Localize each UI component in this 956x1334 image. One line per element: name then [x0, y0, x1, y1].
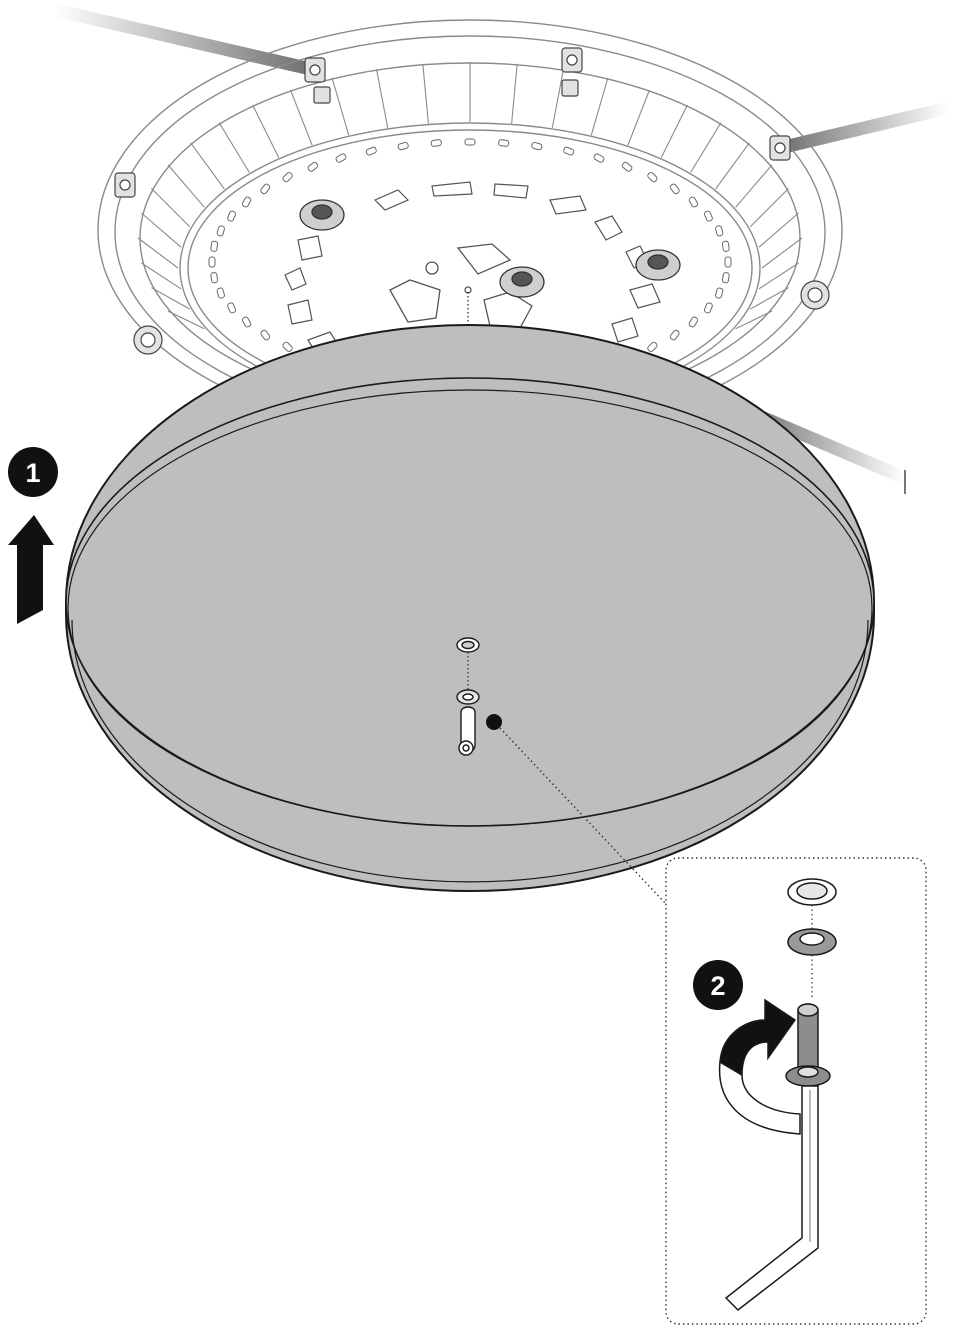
plate-slot — [282, 341, 293, 353]
plate-slot — [688, 316, 699, 328]
housing-fin — [758, 262, 799, 290]
cover-top-face — [65, 377, 875, 827]
plate-slot — [335, 153, 347, 163]
plate-slot — [669, 329, 680, 341]
plate-slot — [563, 146, 575, 156]
housing-fin — [151, 287, 191, 310]
hex-key-shaft — [724, 1085, 819, 1311]
housing-fin — [735, 164, 773, 208]
plate-slot — [216, 225, 225, 237]
plate-slot — [621, 161, 633, 172]
housing-fin — [252, 104, 280, 158]
rim-nuts — [114, 47, 830, 423]
plate-slot — [688, 196, 699, 208]
housing-fin — [331, 77, 350, 136]
plate-slot — [464, 138, 476, 146]
housing-fin — [749, 287, 789, 310]
hex-key-icon — [724, 1003, 831, 1311]
plate-slot — [210, 272, 219, 284]
housing-fin — [375, 68, 389, 129]
detail-parts — [787, 878, 837, 1000]
housing-fin — [690, 122, 722, 173]
housing-fin — [758, 212, 799, 248]
plate-slot — [647, 341, 658, 353]
central-hub — [389, 243, 533, 329]
housing-fin — [761, 237, 803, 269]
step-2-badge: 2 — [693, 960, 743, 1010]
housing-fin — [137, 237, 179, 269]
cable-top-left — [48, 3, 322, 77]
step-1-badge: 1 — [8, 447, 58, 497]
housing-fins — [137, 62, 803, 330]
housing-fin — [660, 104, 688, 158]
plate-slot — [721, 240, 730, 252]
housing-fin — [190, 142, 225, 190]
plate-slot — [647, 171, 658, 183]
plate-slot — [227, 210, 237, 222]
plate-slot — [498, 139, 510, 147]
step-1-number: 1 — [25, 458, 40, 488]
plate-slot — [210, 240, 219, 252]
plate-slot — [216, 287, 225, 299]
plate-slot — [531, 141, 543, 151]
housing-fin — [422, 63, 429, 124]
housing-fin — [551, 68, 565, 129]
plate-slot — [227, 302, 237, 314]
plate-slot — [208, 256, 216, 268]
housing-fin — [218, 122, 250, 173]
housing-fin — [590, 77, 609, 136]
housing-fin — [141, 212, 182, 248]
plate-slot — [430, 139, 442, 147]
housing-fin — [167, 164, 205, 208]
housing-fin — [511, 63, 518, 124]
plate-slot — [241, 316, 252, 328]
plate-slot — [365, 146, 377, 156]
cover-screw-head — [458, 740, 474, 756]
callout-anchor-dot — [486, 714, 502, 730]
housing-fin — [151, 188, 191, 228]
step-2-number: 2 — [710, 971, 725, 1001]
plate-slot — [724, 256, 732, 268]
plate-slots — [208, 138, 732, 371]
housing-fin — [627, 89, 651, 146]
housing-fin — [289, 89, 313, 146]
housing-fin — [141, 262, 182, 290]
plate-slot — [260, 329, 271, 341]
plate-slot — [669, 183, 680, 195]
clockwise-rotation-icon — [718, 998, 801, 1135]
plate-bumpers — [299, 199, 681, 298]
plate-slot — [307, 161, 319, 172]
cover-edge-ring — [67, 389, 873, 827]
up-arrow-icon — [8, 515, 54, 624]
plate-slot — [703, 302, 713, 314]
cable-right — [773, 101, 955, 155]
plate-slot — [260, 183, 271, 195]
housing-fin — [749, 188, 789, 228]
plate-slot — [397, 141, 409, 151]
cover-disc — [65, 324, 875, 892]
plate-slot — [721, 272, 730, 284]
plate-slot — [593, 153, 605, 163]
plate-slot — [241, 196, 252, 208]
housing-fin — [735, 310, 773, 330]
plate-slot — [703, 210, 713, 222]
plate-slot — [282, 171, 293, 183]
detail-callout-box — [665, 857, 927, 1325]
plate-slot — [715, 225, 724, 237]
housing-fin — [167, 310, 205, 330]
plate-slot — [715, 287, 724, 299]
housing-fin — [715, 142, 750, 190]
cover-screw-assembly — [456, 637, 502, 756]
